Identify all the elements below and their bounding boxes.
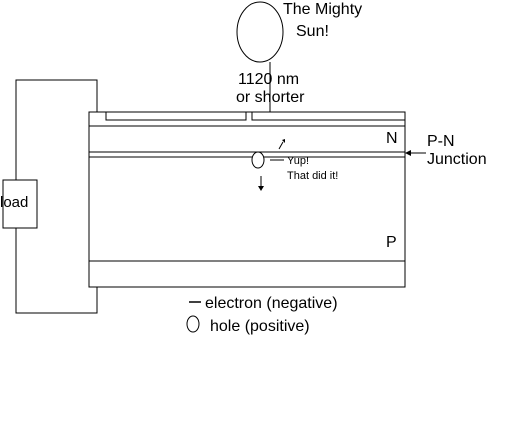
load-box xyxy=(2,179,38,229)
hole-symbol xyxy=(251,151,265,169)
solar-cell-body xyxy=(88,111,406,288)
electron-legend-label: electron (negative) xyxy=(205,295,338,312)
hole-legend-symbol xyxy=(186,315,200,333)
n-region-label: N xyxy=(386,130,398,147)
electron-up-arrow xyxy=(278,141,284,150)
event-label-line1: Yup! xyxy=(287,155,309,167)
circuit-wire-return xyxy=(15,228,98,314)
p-region-label: P xyxy=(386,234,397,251)
sun-shape xyxy=(236,1,284,63)
junction-label-line1: P-N xyxy=(427,133,455,150)
sun-label-line1: The Mighty xyxy=(283,1,362,18)
load-label: load xyxy=(0,194,28,211)
electron-up-arrowhead xyxy=(282,139,285,143)
top-contact-finger-left xyxy=(105,111,247,121)
wavelength-line1: 1120 nm xyxy=(238,71,299,88)
wavelength-line2: or shorter xyxy=(236,89,305,106)
junction-label-line2: Junction xyxy=(427,151,487,168)
event-label-line2: That did it! xyxy=(287,170,338,182)
junction-arrowhead xyxy=(405,150,411,156)
top-contact-finger-right xyxy=(251,111,406,121)
sun-label-line2: Sun! xyxy=(296,23,329,40)
hole-legend-label: hole (positive) xyxy=(210,318,310,335)
electron-down-arrowhead xyxy=(258,186,264,191)
circuit-wire xyxy=(15,79,98,180)
